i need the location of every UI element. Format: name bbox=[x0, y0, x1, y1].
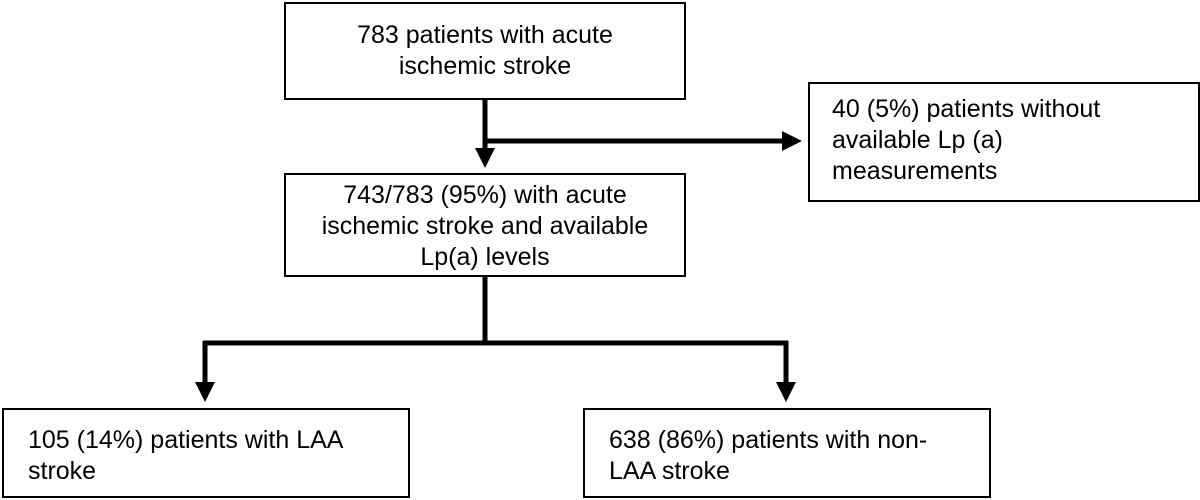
available-lpa-text: 743/783 (95%) with acute ischemic stroke… bbox=[321, 181, 649, 271]
laa-stroke-text: 105 (14%) patients with LAA stroke bbox=[28, 426, 344, 485]
total-patients-box: 783 patients with acute ischemic stroke bbox=[284, 2, 686, 100]
non-laa-stroke-text: 638 (86%) patients with non- LAA stroke bbox=[609, 426, 928, 485]
non-laa-stroke-box: 638 (86%) patients with non- LAA stroke bbox=[583, 408, 991, 498]
available-lpa-box: 743/783 (95%) with acute ischemic stroke… bbox=[284, 173, 686, 277]
excluded-patients-text: 40 (5%) patients without available Lp (a… bbox=[832, 95, 1101, 185]
laa-stroke-box: 105 (14%) patients with LAA stroke bbox=[2, 408, 410, 498]
excluded-patients-box: 40 (5%) patients without available Lp (a… bbox=[808, 82, 1200, 202]
total-patients-text: 783 patients with acute ischemic stroke bbox=[357, 21, 613, 80]
